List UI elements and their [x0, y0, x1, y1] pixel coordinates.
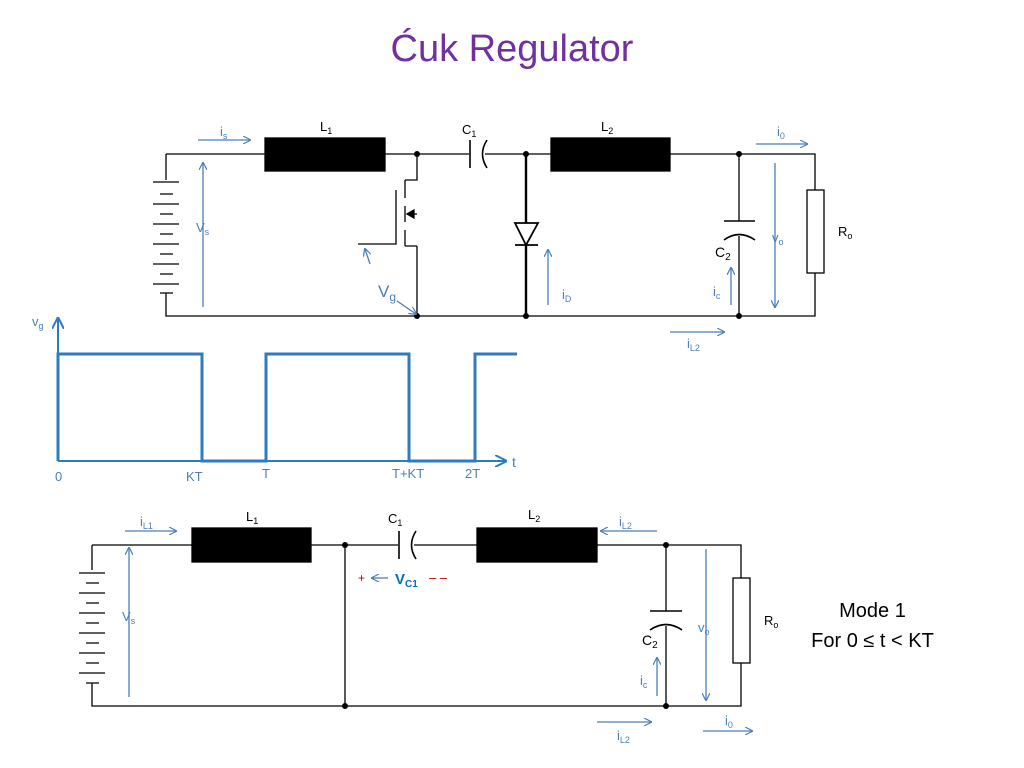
tick-kt: KT [186, 469, 203, 484]
mode-title: Mode 1 [839, 600, 906, 622]
c1-capacitor-c2 [723, 154, 756, 316]
c2-inductor-l2 [476, 527, 598, 563]
tick-0: 0 [55, 469, 62, 484]
mode-condition: For 0 ≤ t < KT [811, 630, 934, 652]
c1-battery [153, 181, 179, 294]
c2-label-c1: C1 [388, 511, 402, 528]
c2-label-c2: C2 [642, 632, 658, 651]
c2-label-minus: – – [429, 570, 448, 585]
c2-label-i0: i0 [725, 713, 733, 730]
c2-label-plus: + [358, 571, 365, 585]
waveform-x-label: t [512, 454, 516, 470]
c2-label-l2: L2 [528, 507, 540, 524]
c2-label-il1: iL1 [140, 514, 153, 531]
c2-label-vs: Vs [122, 609, 136, 626]
c2-capacitor-c1 [398, 530, 417, 560]
c2-label-vc1: VC1 [395, 571, 418, 590]
mode-caption: Mode 1 For 0 ≤ t < KT [790, 596, 955, 656]
c1-gate-arrow [365, 249, 370, 265]
tick-t-plus-kt: T+KT [392, 466, 424, 481]
c1-resistor-ro [806, 189, 825, 274]
c1-label-vo: vo [772, 230, 784, 247]
c1-label-il2: iL2 [687, 336, 700, 353]
page-title: Ćuk Regulator [390, 28, 634, 70]
c1-label-vg: Vg [378, 282, 396, 304]
c1-label-ro: Ro [838, 224, 852, 241]
c1-label-is: is [220, 124, 228, 141]
c2-label-ro: Ro [764, 613, 778, 630]
c2-label-il2-bot: iL2 [617, 728, 630, 745]
c1-mosfet [358, 154, 418, 316]
c1-top-wire [165, 153, 816, 317]
circuit-1 [153, 137, 825, 319]
tick-2t: 2T [465, 466, 480, 481]
c1-label-l2: L2 [601, 119, 613, 136]
c1-vg-arrow [396, 300, 416, 314]
c1-label-id: iD [562, 287, 572, 304]
c2-capacitor-c2 [649, 545, 683, 706]
c1-label-c2: C2 [715, 244, 731, 263]
gate-waveform: vg t 0 KT T T+KT 2T [32, 314, 517, 484]
tick-t: T [262, 466, 270, 481]
c2-label-l1: L1 [246, 509, 258, 526]
circuit-2 [79, 527, 751, 709]
c2-label-ic: ic [640, 673, 648, 690]
c2-battery [79, 572, 105, 684]
c2-wires [91, 544, 742, 707]
c1-nodes [414, 151, 742, 319]
c2-label-vo: vo [698, 620, 710, 637]
c1-label-l1: L1 [320, 119, 332, 136]
c1-inductor-l2 [550, 137, 671, 172]
c2-nodes [342, 542, 669, 709]
c1-label-i0: i0 [777, 124, 785, 141]
c2-label-il2-top: iL2 [619, 514, 632, 531]
c1-label-c1: C1 [462, 122, 476, 139]
waveform-trace [56, 352, 517, 463]
c1-label-ic: ic [713, 284, 721, 301]
c2-resistor-ro [732, 577, 751, 664]
c1-capacitor-c1 [469, 139, 488, 169]
c1-inductor-l1 [264, 137, 386, 172]
waveform-y-label: vg [32, 314, 44, 331]
c2-inductor-l1 [191, 527, 312, 563]
c1-label-vs: Vs [196, 220, 210, 237]
c1-diode [513, 154, 540, 316]
